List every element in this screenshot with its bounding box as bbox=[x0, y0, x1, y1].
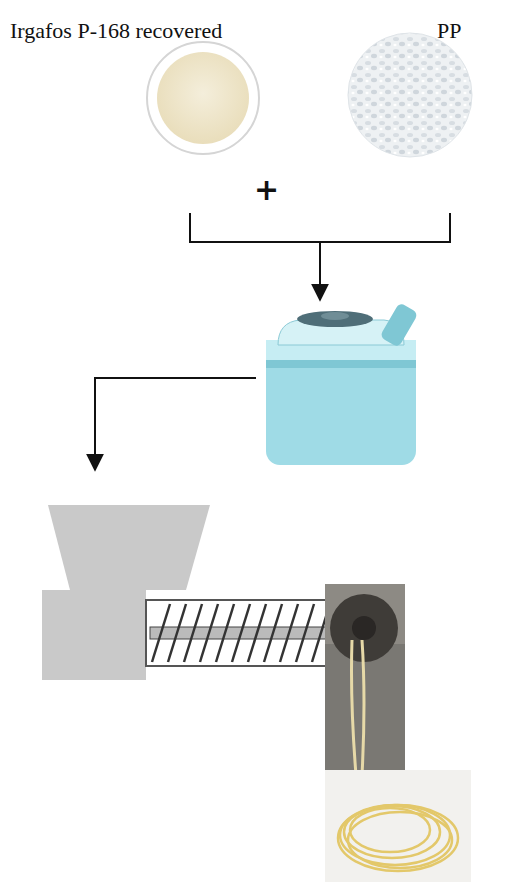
die-photo bbox=[325, 584, 405, 775]
flow-arrow bbox=[95, 378, 256, 470]
node-heading: PP bbox=[437, 18, 461, 44]
image-node: Irgafos P-168 recovered bbox=[5, 8, 295, 163]
node-heading: Irgafos P-168 recovered bbox=[10, 18, 222, 44]
powder-bowl bbox=[147, 42, 259, 154]
image-node: PP bbox=[345, 8, 510, 163]
mixer-container bbox=[266, 302, 419, 465]
granule-sphere bbox=[348, 33, 472, 157]
strand-coil-photo bbox=[325, 770, 471, 882]
extruder bbox=[42, 505, 330, 680]
plus-sign: + bbox=[254, 172, 279, 207]
merge-bracket bbox=[190, 213, 450, 300]
